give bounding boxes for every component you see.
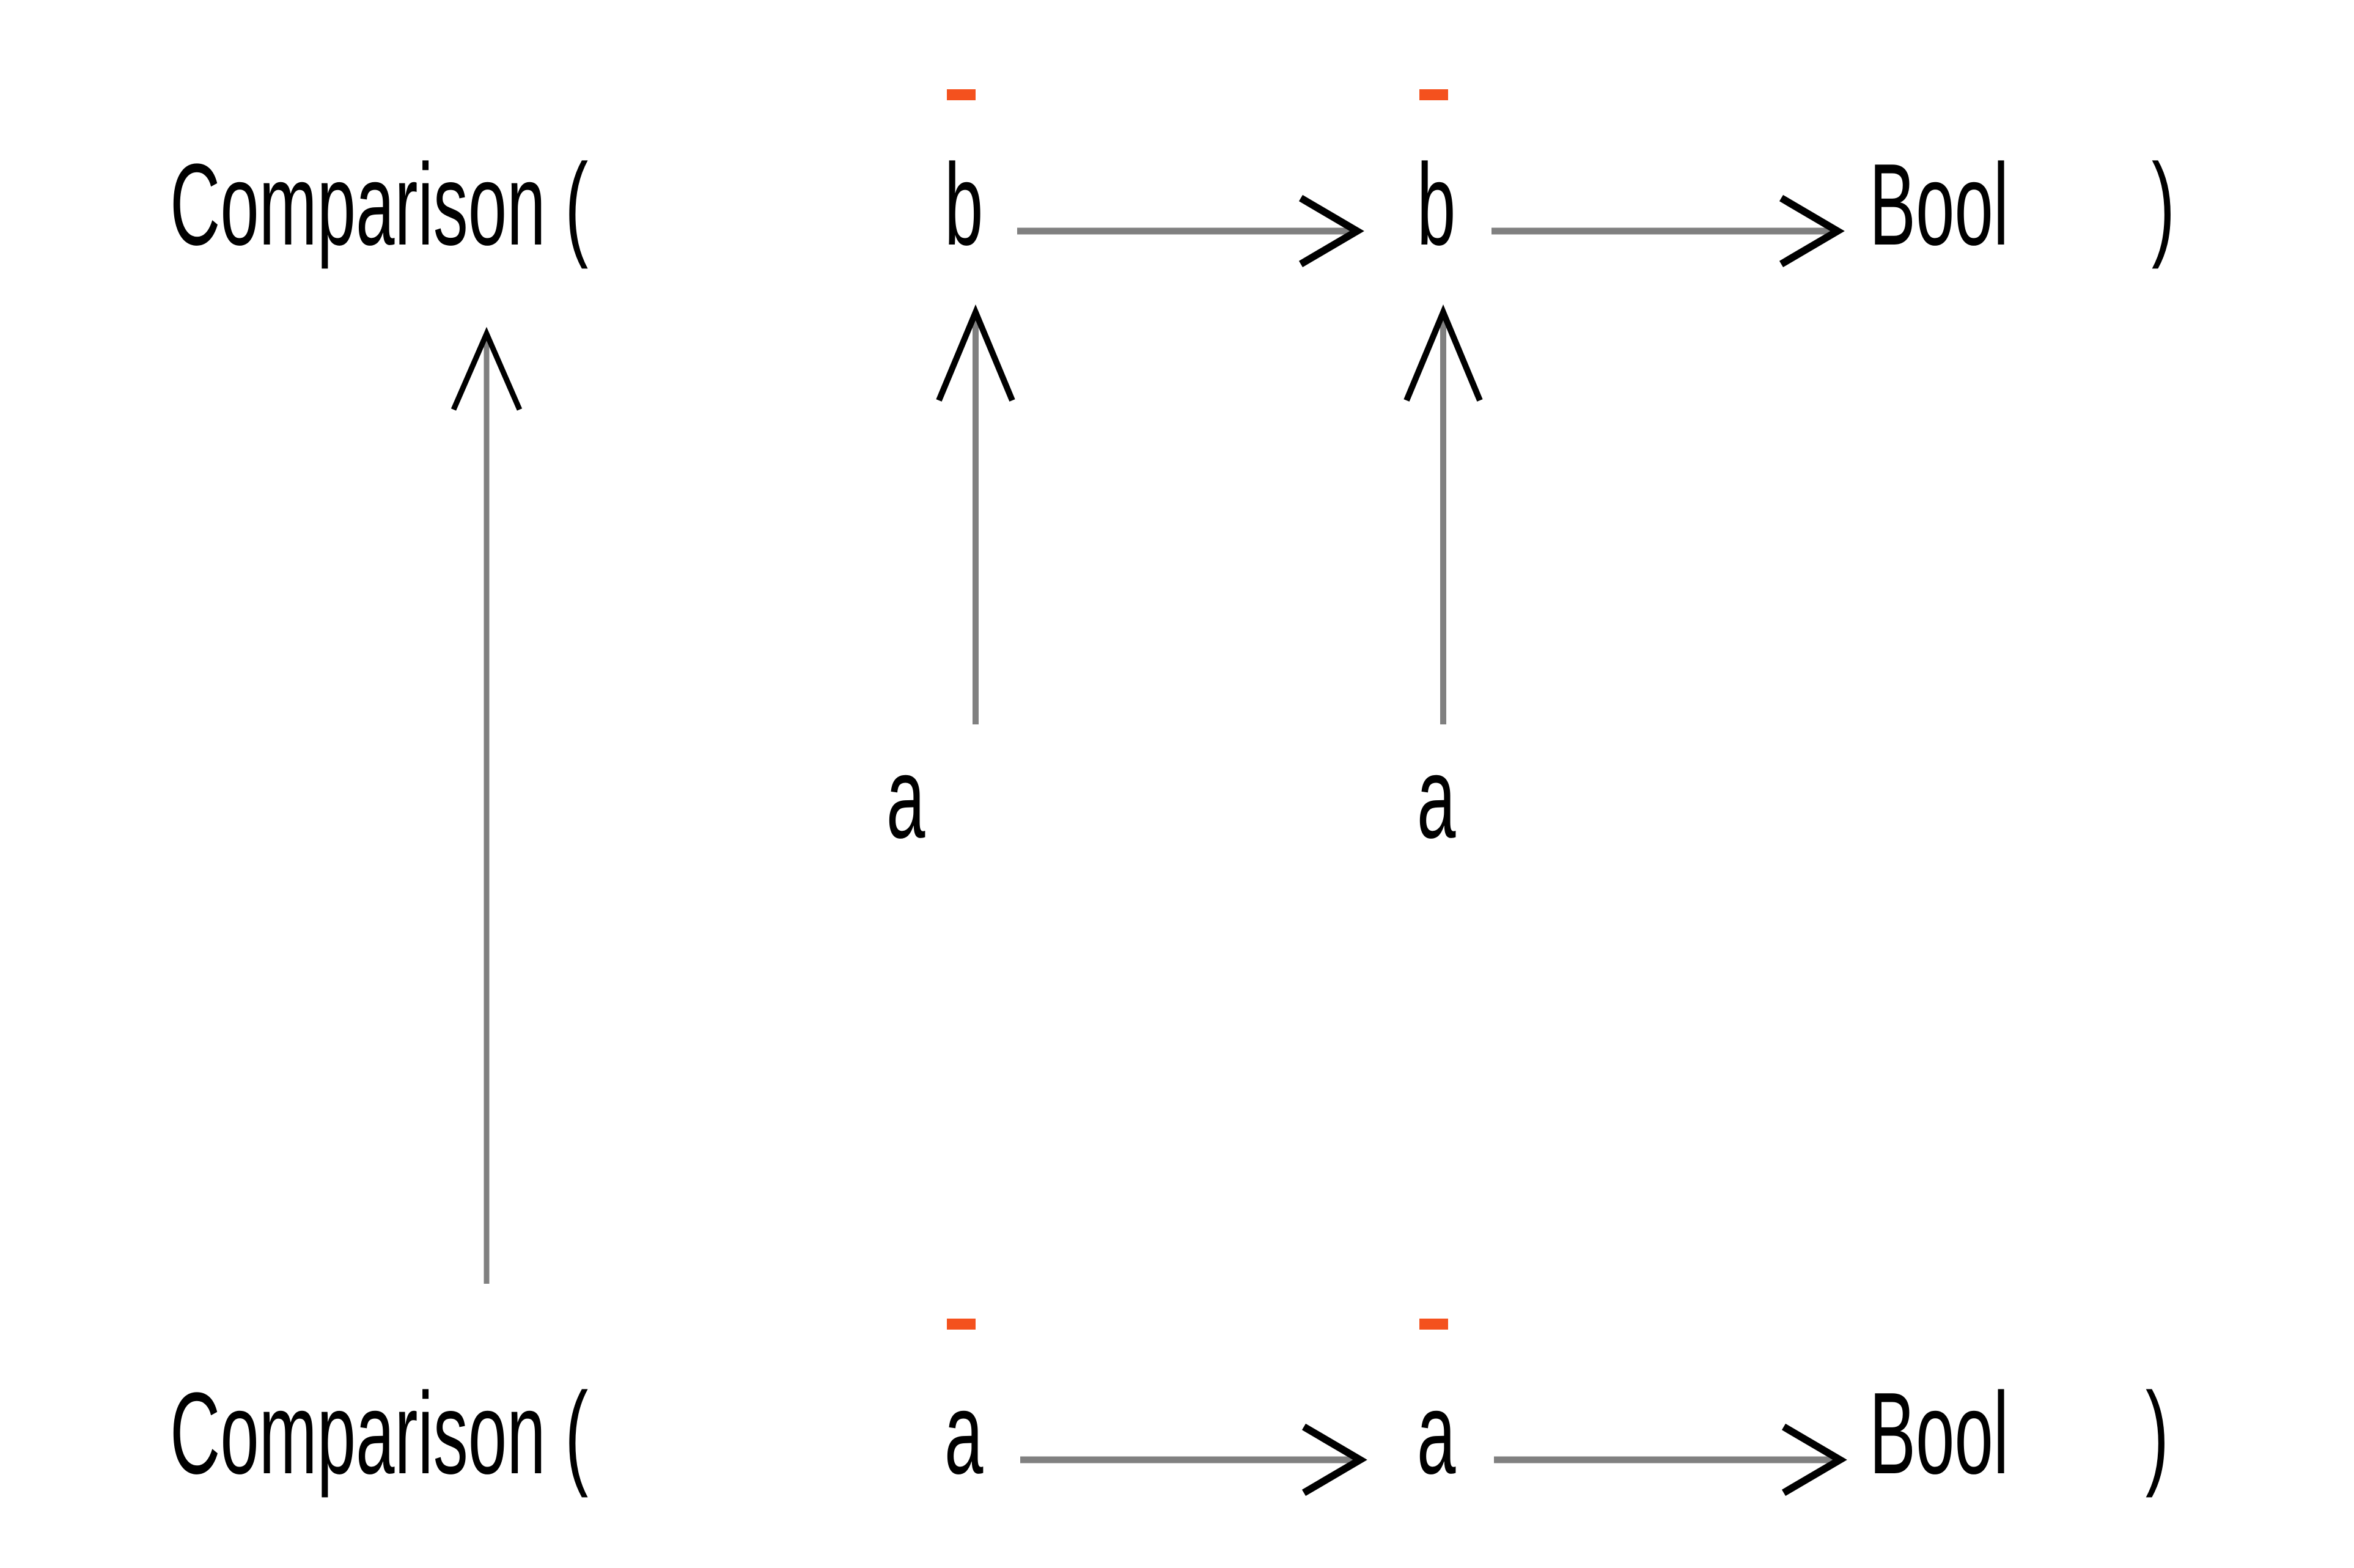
top-arg1-macron-icon <box>947 89 976 100</box>
top-row-result: Bool <box>1869 140 2009 270</box>
top-row-prefix: Comparison ( <box>170 140 589 270</box>
middle-label-1: a <box>886 733 925 863</box>
top-row-arg2: b <box>1417 140 1456 270</box>
top-row-arg1: b <box>944 140 984 270</box>
bottom-arrow-1 <box>1020 1423 1367 1496</box>
bottom-row-arg1: a <box>944 1369 984 1498</box>
top-arrow-1 <box>1017 194 1364 268</box>
bottom-row-result: Bool <box>1869 1369 2009 1498</box>
vertical-arrow-left <box>451 326 523 1284</box>
vertical-arrow-middle-2 <box>1403 304 1483 724</box>
top-row-suffix: ) <box>2152 140 2175 270</box>
bottom-row-prefix: Comparison ( <box>170 1369 589 1498</box>
bottom-row-suffix: ) <box>2146 1369 2169 1498</box>
middle-label-2: a <box>1417 733 1456 863</box>
top-arrow-2 <box>1491 194 1845 268</box>
vertical-arrow-middle-1 <box>936 304 1015 724</box>
top-arg2-macron-icon <box>1419 89 1448 100</box>
bottom-row-arg2: a <box>1417 1369 1456 1498</box>
bottom-arg2-macron-icon <box>1419 1319 1448 1330</box>
bottom-arg1-macron-icon <box>947 1319 976 1330</box>
bottom-arrow-2 <box>1494 1423 1847 1496</box>
